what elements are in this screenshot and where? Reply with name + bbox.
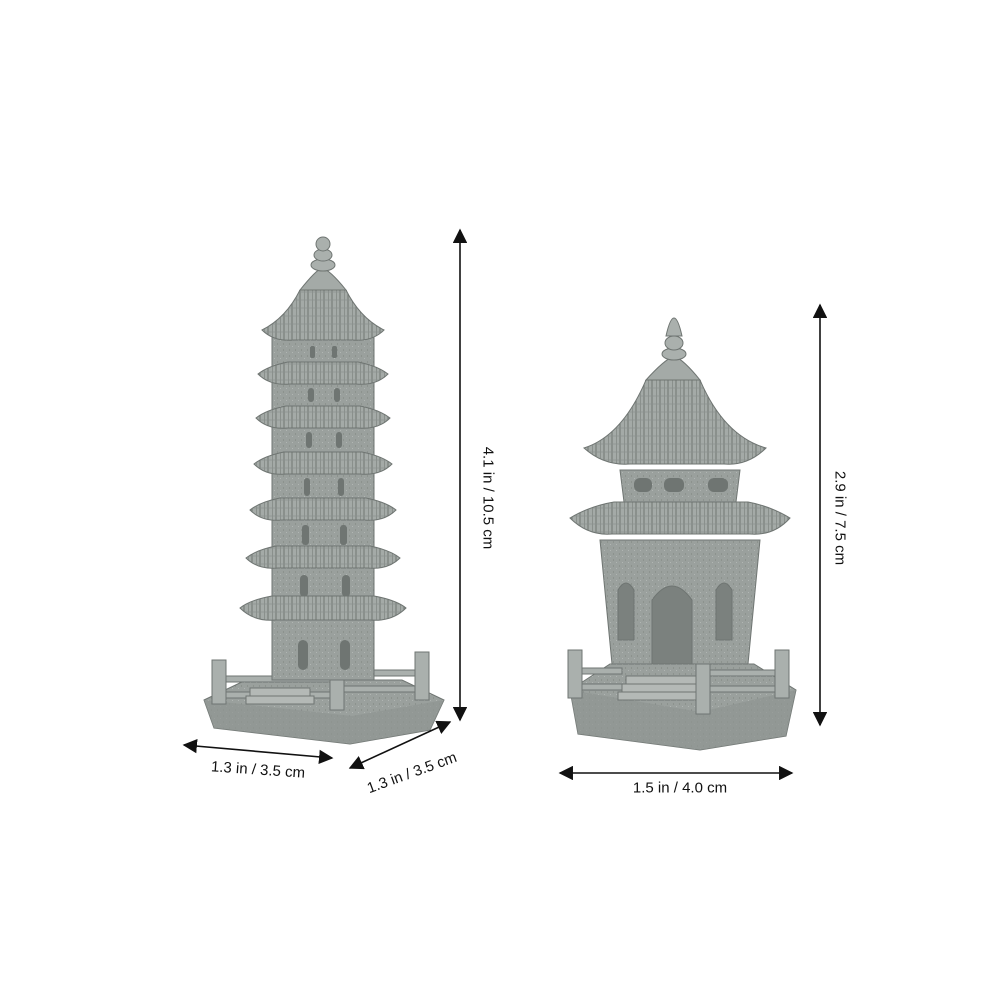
left-depth-arrow <box>348 720 452 770</box>
left-height-label: 4.1 in / 10.5 cm <box>479 446 497 550</box>
right-width-label: 1.5 in / 4.0 cm <box>632 779 728 797</box>
right-height-label: 2.9 in / 7.5 cm <box>831 470 849 566</box>
left-width-arrow <box>182 738 334 765</box>
seven-tier-pagoda <box>203 236 445 745</box>
two-tier-pavilion <box>567 317 797 751</box>
